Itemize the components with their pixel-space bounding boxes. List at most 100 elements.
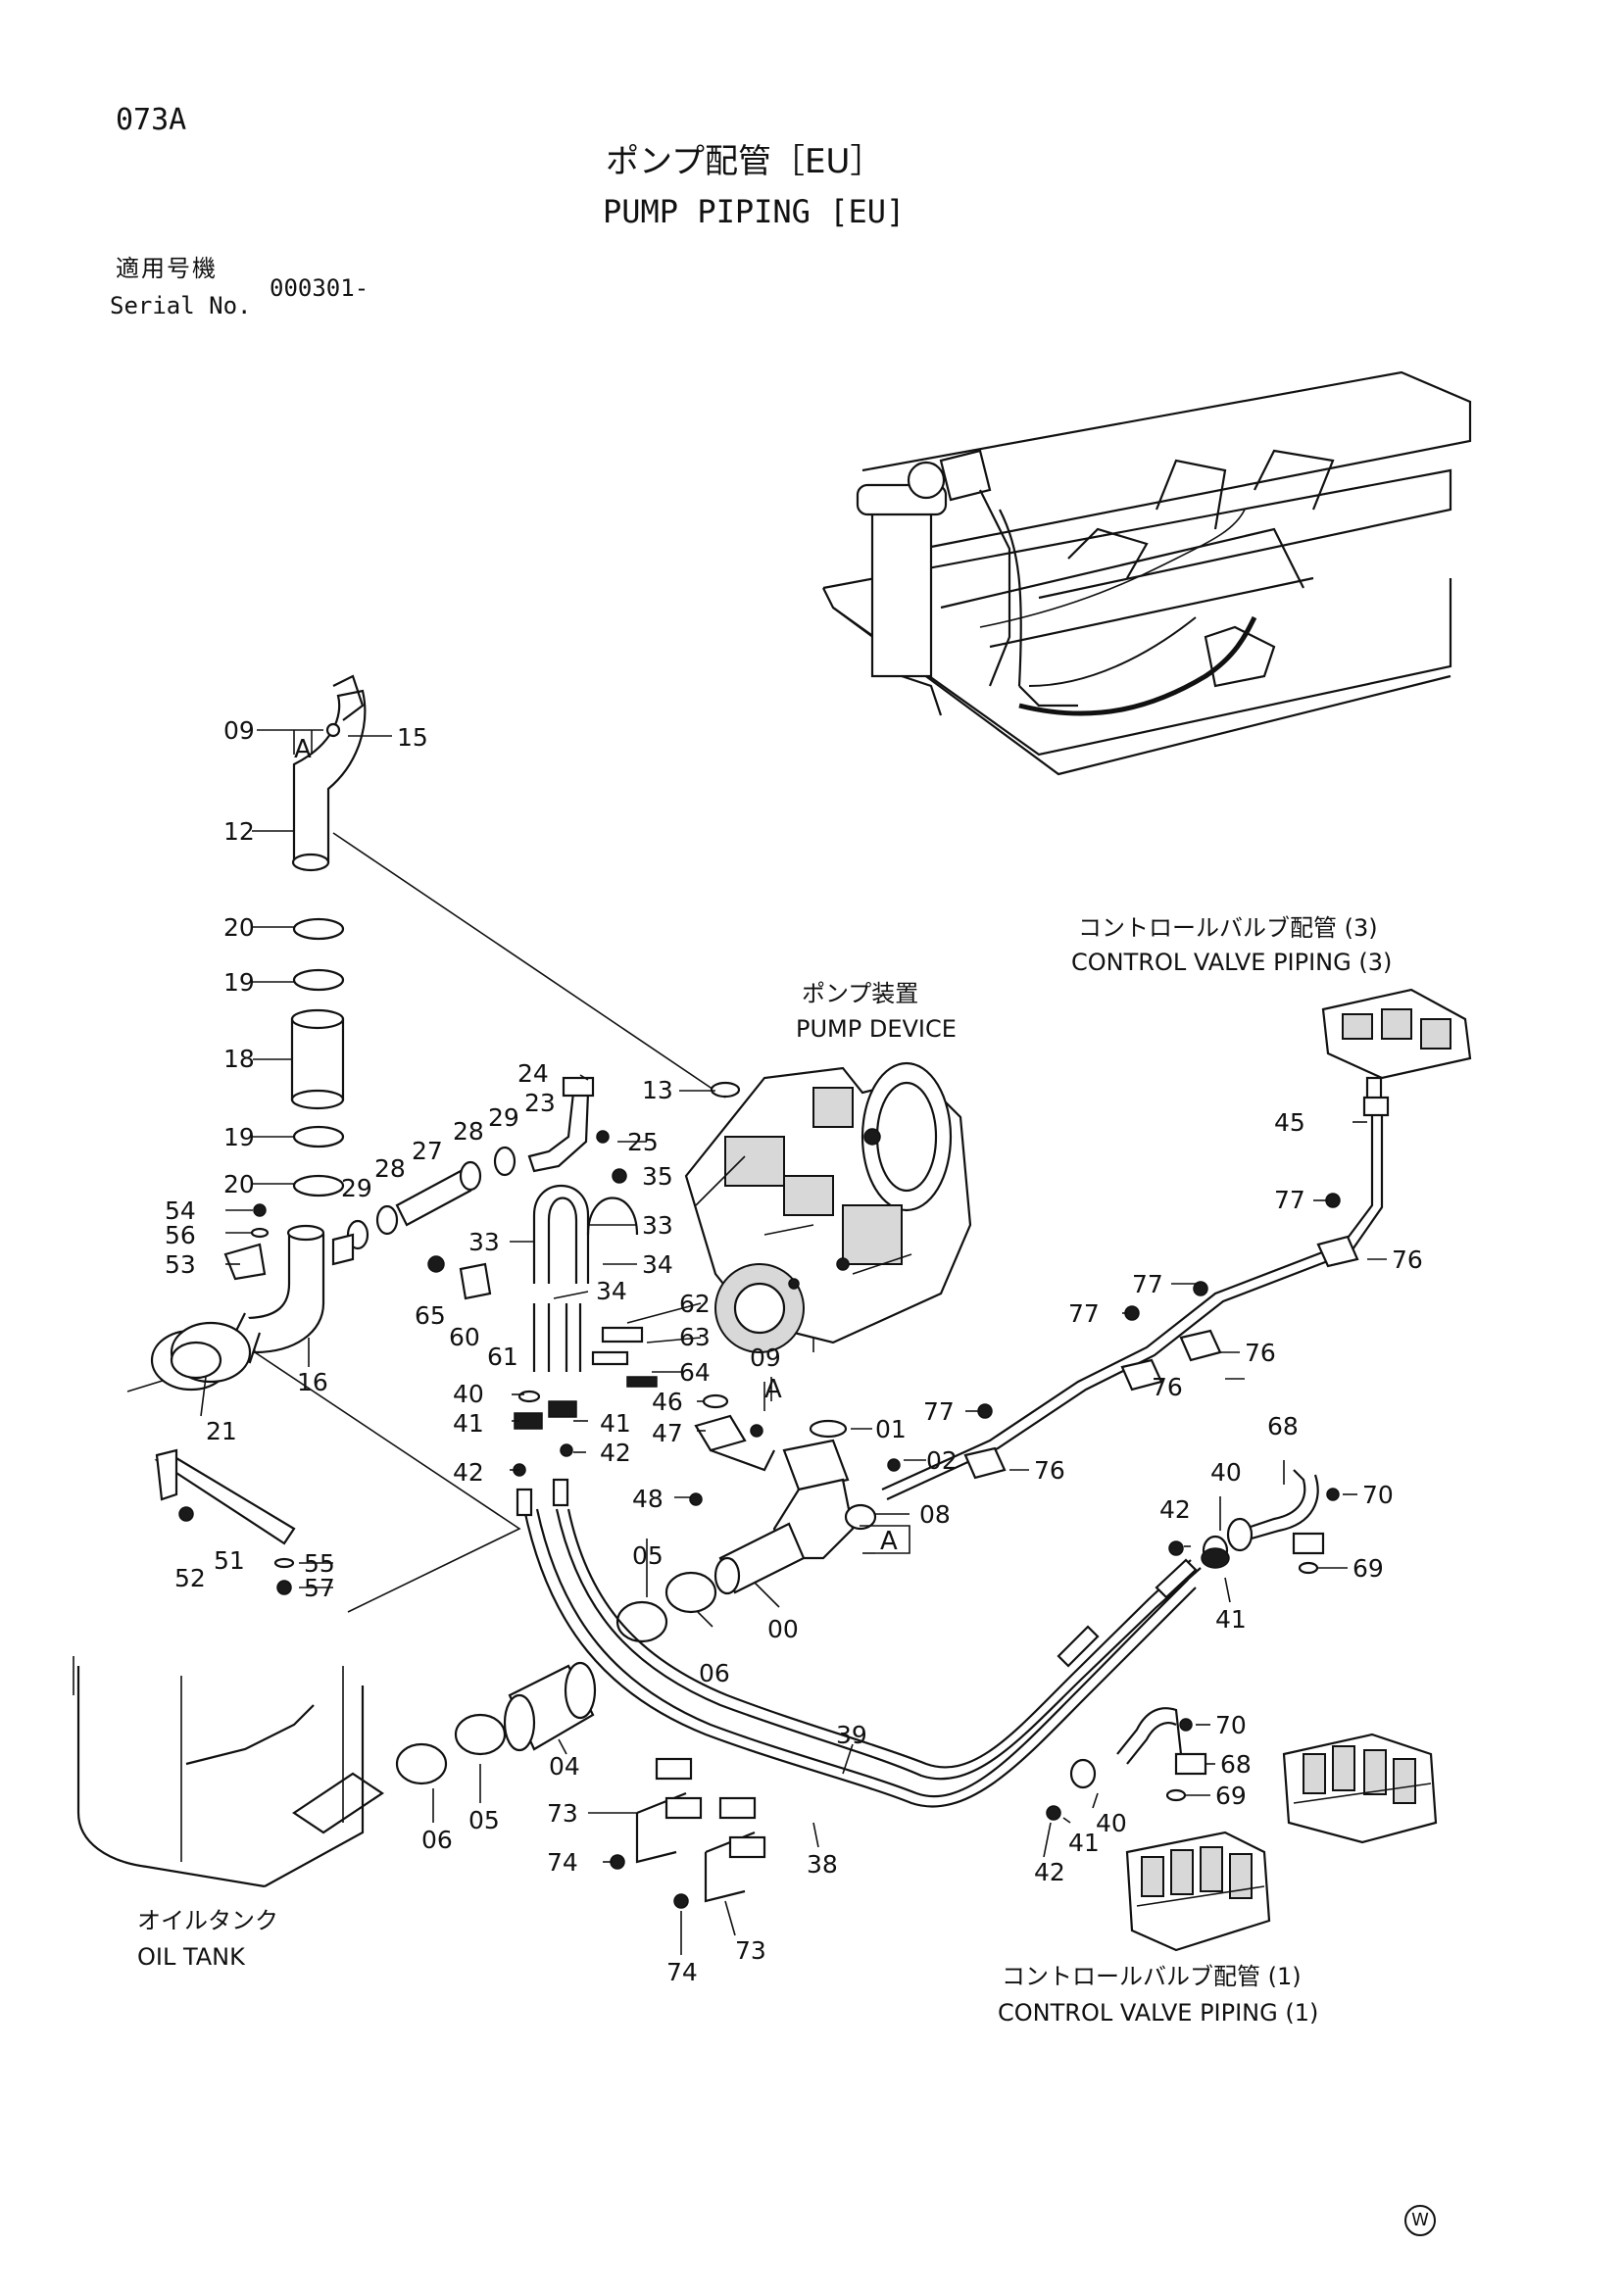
callout-16: 16 (297, 1368, 328, 1396)
bolt-77d (977, 1403, 993, 1419)
callout-28: 28 (374, 1154, 406, 1183)
washer-56 (250, 1227, 270, 1239)
bolt-42b (560, 1443, 573, 1457)
delivery-hoses-38-39 (516, 1478, 1202, 1808)
callout-68: 68 (1267, 1412, 1299, 1441)
control-valve-3 (1321, 988, 1472, 1101)
callout-60: 60 (449, 1323, 480, 1351)
callout-04: 04 (549, 1752, 580, 1781)
callout-38: 38 (807, 1850, 838, 1879)
pipe-33 (532, 1184, 639, 1284)
callout-06: 06 (699, 1659, 730, 1687)
callout-09: 09 (750, 1343, 781, 1372)
bolt-70a (1326, 1488, 1340, 1501)
detail-a-label: A (294, 735, 312, 764)
callout-19: 19 (223, 968, 255, 997)
serial-label-jp: 適用号機 (116, 255, 218, 282)
callout-35: 35 (642, 1162, 673, 1191)
callout-76: 76 (1152, 1373, 1183, 1401)
callout-77: 77 (1132, 1270, 1163, 1298)
callout-23: 23 (524, 1089, 556, 1117)
callout-34: 34 (642, 1250, 673, 1279)
footer-mark: W (1404, 2205, 1436, 2236)
callout-27: 27 (412, 1137, 443, 1165)
oring-40b (1069, 1758, 1097, 1789)
callout-40: 40 (1210, 1458, 1242, 1487)
bolt-35 (612, 1168, 627, 1184)
bolt-77a (1325, 1193, 1341, 1208)
leader-line (332, 832, 726, 1099)
callout-61: 61 (487, 1343, 518, 1371)
bolt-74b (673, 1893, 689, 1909)
bolt-74a (610, 1854, 625, 1870)
callout-77: 77 (1274, 1186, 1305, 1214)
callout-18: 18 (223, 1045, 255, 1073)
callout-69: 69 (1215, 1782, 1247, 1810)
bolt-25 (596, 1130, 610, 1144)
nut-57 (276, 1580, 292, 1595)
page-title-en: PUMP PIPING [EU] (603, 193, 906, 230)
stay-51-plate (155, 1448, 178, 1501)
oil-tank-label-jp: オイルタンク (137, 1907, 278, 1934)
callout-45: 45 (1274, 1108, 1305, 1137)
control-valve-right (1282, 1733, 1438, 1844)
oring-69b (1165, 1788, 1187, 1802)
callout-41: 41 (600, 1409, 631, 1438)
flange-47 (694, 1414, 747, 1452)
bolt-65 (427, 1255, 445, 1273)
callout-76: 76 (1392, 1246, 1423, 1274)
oring-46 (702, 1393, 729, 1409)
bolt-42c (1168, 1540, 1184, 1556)
serial-value: 000301- (270, 274, 369, 302)
bolt-54 (253, 1203, 267, 1217)
callout-40: 40 (453, 1380, 484, 1408)
callout-41: 41 (1068, 1829, 1100, 1857)
pump-device-label-jp: ポンプ装置 (802, 980, 919, 1007)
drain-hose-27 (331, 1146, 516, 1266)
callout-74: 74 (547, 1848, 578, 1877)
callout-29: 29 (488, 1103, 519, 1132)
callout-42: 42 (453, 1458, 484, 1487)
washer-55 (273, 1557, 295, 1569)
callout-34: 34 (596, 1277, 627, 1305)
callout-57: 57 (304, 1574, 335, 1602)
callout-73: 73 (735, 1936, 766, 1965)
callout-51: 51 (214, 1546, 245, 1575)
callout-13: 13 (642, 1076, 673, 1104)
clamp-76d (963, 1446, 1007, 1480)
clamp-05b (454, 1713, 507, 1756)
callout-63: 63 (679, 1323, 711, 1351)
hose-clamp-20 (292, 917, 345, 941)
fitting-24 (562, 1076, 595, 1098)
clamp-63 (601, 1326, 644, 1343)
callout-42: 42 (1034, 1858, 1065, 1886)
bracket-73a (635, 1757, 703, 1864)
callout-76: 76 (1245, 1339, 1276, 1367)
pipe-68a (1226, 1469, 1325, 1555)
serial-label-en: Serial No. (110, 292, 252, 319)
clamp-64 (626, 1376, 658, 1388)
callout-02: 02 (926, 1446, 958, 1475)
callout-05: 05 (632, 1541, 664, 1570)
oil-tank-label-en: OIL TANK (137, 1943, 245, 1971)
callout-52: 52 (174, 1564, 206, 1592)
flange-41a (1201, 1547, 1230, 1569)
callout-05: 05 (468, 1806, 500, 1834)
callout-19: 19 (223, 1123, 255, 1151)
hose-18 (290, 1008, 345, 1110)
callout-28: 28 (453, 1117, 484, 1146)
callout-24: 24 (517, 1059, 549, 1088)
clamp-62 (591, 1350, 629, 1366)
cv1-label-jp: コントロールバルブ配管 (1) (1002, 1963, 1302, 1990)
callout-15: 15 (397, 723, 428, 752)
callout-20: 20 (223, 913, 255, 942)
oring-40 (517, 1390, 541, 1403)
callout-48: 48 (632, 1485, 664, 1513)
footer-mark-text: W (1411, 2210, 1429, 2230)
fitting-09 (710, 1448, 775, 1472)
callout-74: 74 (666, 1958, 698, 1986)
bracket-60 (459, 1262, 492, 1300)
callout-47: 47 (652, 1419, 683, 1447)
callout-70: 70 (1215, 1711, 1247, 1739)
